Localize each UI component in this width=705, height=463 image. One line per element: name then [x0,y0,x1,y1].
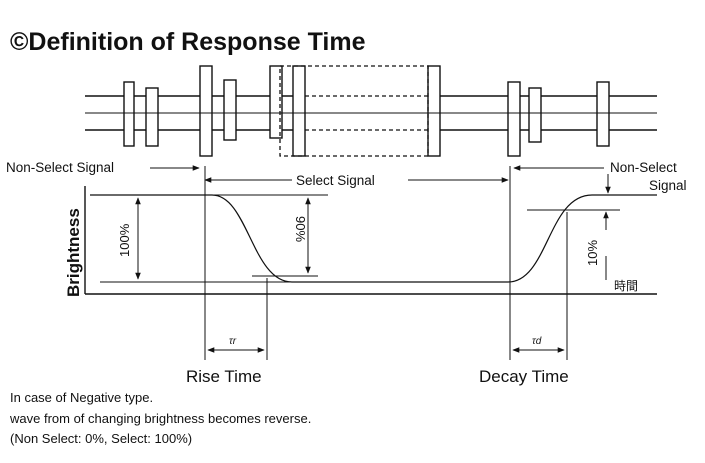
select-signal-label: Select Signal [296,173,375,188]
brightness-curve [90,194,657,283]
pulse-2 [145,87,159,147]
note-line-2: wave from of changing brightness becomes… [9,411,311,426]
diagram-title: ©Definition of Response Time [10,28,366,56]
pulse-6 [292,65,306,157]
select-dashed-outline [279,65,429,157]
x-axis-label: 時間 [614,279,638,293]
pulse-1 [123,81,135,147]
label-100-percent: 100% [117,223,132,257]
note-line-3: (Non Select: 0%, Select: 100%) [10,431,192,446]
notes: In case of Negative type. wave from of c… [9,390,311,446]
non-select-signal-right-label-line1: Non-Select [610,160,677,175]
pulse-8 [507,81,521,157]
pulse-4 [223,79,237,141]
signal-spans: Non-Select Signal Select Signal Non-Sele… [6,160,687,194]
pulse-7 [427,65,441,157]
decay-time-label: Decay Time [479,367,569,386]
label-90-percent: 90% [293,216,308,242]
note-line-1: In case of Negative type. [10,390,153,405]
pulse-9 [528,87,542,143]
pulse-3 [199,65,213,157]
y-axis-label: Brightness [64,208,83,297]
label-10-percent: 10% [585,240,600,266]
non-select-signal-left-label: Non-Select Signal [6,160,114,175]
pulse-5 [269,65,283,139]
decay-time-symbol: τd [532,336,542,347]
rise-time-label: Rise Time [186,367,262,386]
brightness-plot: Brightness 時間 100% 90% 10% τr Rise Time … [64,166,657,386]
non-select-signal-right-label-line2: Signal [649,178,687,193]
pulse-10 [596,81,610,147]
drive-waveform [85,65,657,157]
rise-time-symbol: τr [229,336,237,347]
